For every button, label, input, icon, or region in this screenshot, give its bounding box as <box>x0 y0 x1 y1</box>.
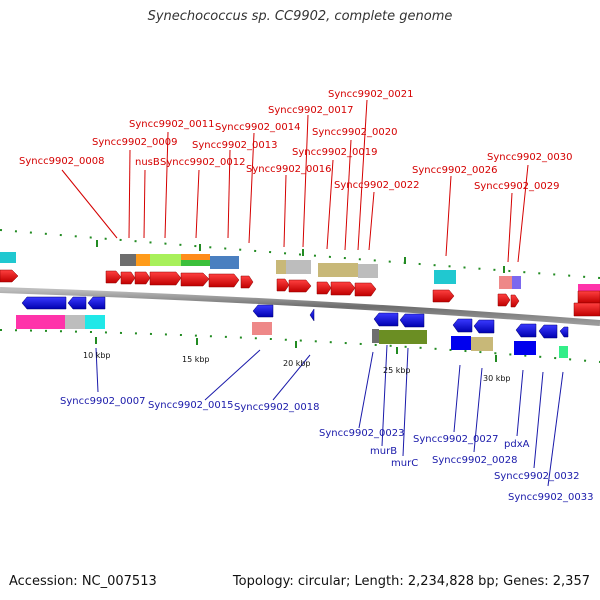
gene-label[interactable]: Syncc9902_0012 <box>160 157 246 168</box>
gene-label[interactable]: Syncc9902_0029 <box>474 181 560 192</box>
genome-backbone <box>0 287 600 326</box>
scale-label: 15 kbp <box>182 355 210 364</box>
gene-label[interactable]: Syncc9902_0014 <box>215 122 301 133</box>
gene-label[interactable]: Syncc9902_0017 <box>268 105 354 116</box>
reverse-feature-blocks <box>16 315 568 358</box>
inner-scale-arc <box>0 329 600 363</box>
gene-label[interactable]: Syncc9902_0019 <box>292 147 378 158</box>
gene-label[interactable]: Syncc9902_0027 <box>413 434 499 445</box>
gene-label[interactable]: Syncc9902_0020 <box>312 127 398 138</box>
scale-label: 30 kbp <box>483 374 511 383</box>
forward-gene-labels: Syncc9902_0008 Syncc9902_0009 nusB Syncc… <box>19 89 573 192</box>
map-title: Synechococcus sp. CC9902, complete genom… <box>147 9 453 24</box>
scale-major-ticks <box>95 240 505 362</box>
gene-label[interactable]: Syncc9902_0023 <box>319 428 405 439</box>
gene-label[interactable]: murC <box>391 458 418 469</box>
gene-label[interactable]: Syncc9902_0013 <box>192 140 278 151</box>
gene-label[interactable]: nusB <box>135 157 160 168</box>
gene-label[interactable]: Syncc9902_0028 <box>432 455 518 466</box>
accession-text: Accession: NC_007513 <box>9 574 157 589</box>
gene-label[interactable]: Syncc9902_0016 <box>246 164 332 175</box>
forward-feature-blocks <box>0 252 600 291</box>
topology-text: Topology: circular; Length: 2,234,828 bp… <box>232 574 590 589</box>
gene-label[interactable]: Syncc9902_0033 <box>508 492 594 503</box>
forward-genes <box>0 269 600 317</box>
gene-label[interactable]: Syncc9902_0011 <box>129 119 215 130</box>
gene-label[interactable]: Syncc9902_0022 <box>334 180 420 191</box>
gene-label[interactable]: Syncc9902_0032 <box>494 471 580 482</box>
outer-scale-arc <box>0 229 600 279</box>
gene-label[interactable]: Syncc9902_0007 <box>60 396 146 407</box>
gene-label[interactable]: murB <box>370 446 397 457</box>
gene-label[interactable]: Syncc9902_0008 <box>19 156 105 167</box>
gene-label[interactable]: Syncc9902_0015 <box>148 400 234 411</box>
gene-label[interactable]: Syncc9902_0018 <box>234 402 320 413</box>
reverse-genes <box>21 296 569 339</box>
reverse-gene-labels: Syncc9902_0007 Syncc9902_0015 Syncc9902_… <box>60 396 594 503</box>
gene-label[interactable]: pdxA <box>504 439 530 450</box>
leader-lines <box>61 99 564 487</box>
scale-label: 20 kbp <box>283 359 311 368</box>
gene-label[interactable]: Syncc9902_0026 <box>412 165 498 176</box>
gene-label[interactable]: Syncc9902_0021 <box>328 89 414 100</box>
gene-label[interactable]: Syncc9902_0009 <box>92 137 178 148</box>
scale-label: 10 kbp <box>83 351 111 360</box>
scale-label: 25 kbp <box>383 366 411 375</box>
gene-label[interactable]: Syncc9902_0030 <box>487 152 573 163</box>
